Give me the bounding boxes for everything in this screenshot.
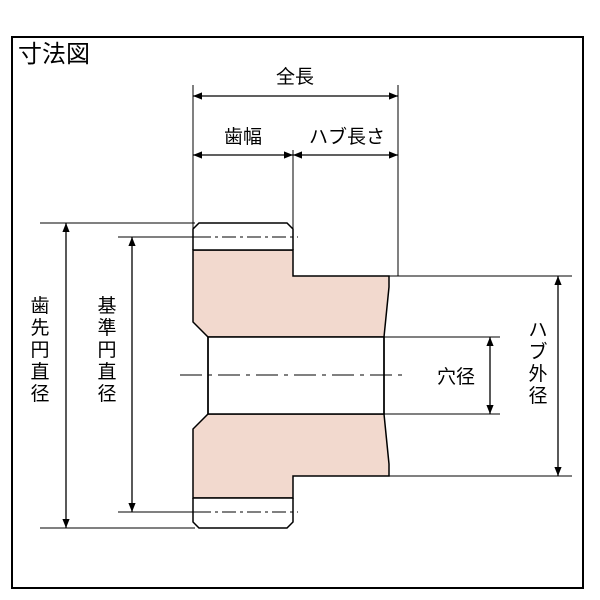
label-hub-diameter: ハブ外径 [528,319,547,407]
gear-body-lower [192,413,390,499]
tooth-outline-bottom [192,498,294,529]
label-pitch-diameter: 基準円直径 [97,295,116,405]
label-face-width: 歯幅 [224,126,262,148]
label-overall-length: 全長 [276,66,314,88]
drawing-title: 寸法図 [18,40,90,68]
label-tip-diameter: 歯先円直径 [30,295,49,405]
gear-body-upper [192,249,390,338]
dimension-lines [62,92,562,528]
label-bore-diameter: 穴径 [437,366,475,388]
drawing-frame [11,36,584,589]
label-hub-length: ハブ長さ [309,125,385,148]
